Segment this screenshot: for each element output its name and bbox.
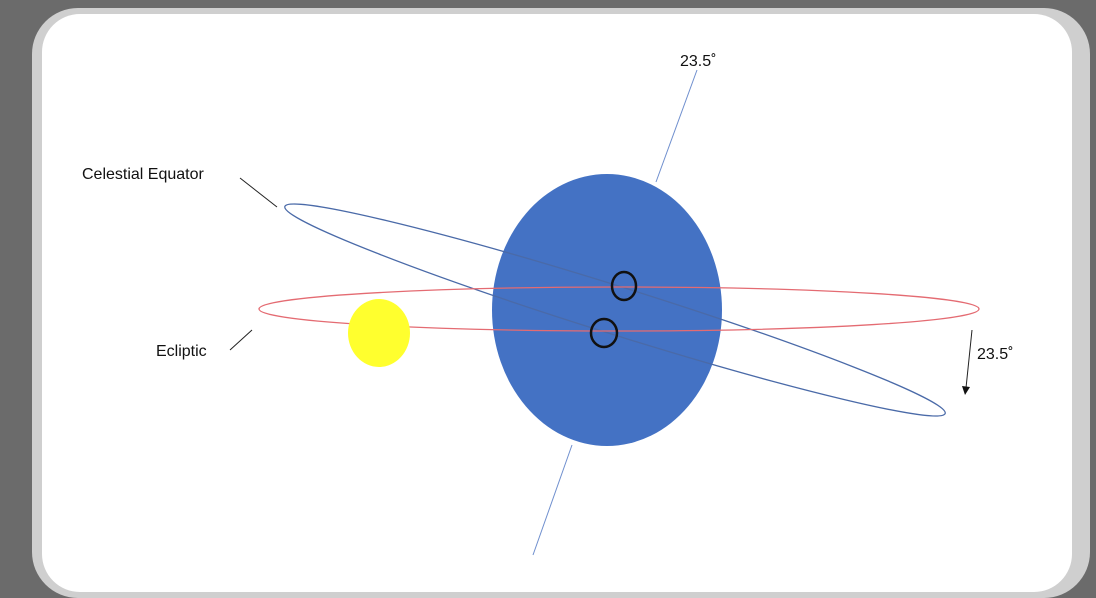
- rotation-axis-bottom: [532, 444, 573, 556]
- earth-body: [492, 174, 722, 446]
- axis-tilt-label: 23.5˚: [680, 53, 716, 70]
- rotation-axis-top: [655, 69, 698, 183]
- ecliptic-orbit: [258, 286, 980, 332]
- ecliptic-leader: [229, 329, 253, 351]
- celestial-equator-leader: [239, 177, 278, 208]
- marker-ring-upper: [610, 270, 638, 302]
- celestial-equator-label: Celestial Equator: [82, 166, 205, 183]
- ecliptic-label: Ecliptic: [156, 343, 207, 360]
- tilt-arrow-line: [965, 329, 973, 389]
- equator-tilt-label: 23.5˚: [977, 346, 1013, 363]
- sun: [348, 299, 410, 367]
- marker-ring-lower: [589, 317, 619, 349]
- tilt-arrow-head: [962, 386, 970, 395]
